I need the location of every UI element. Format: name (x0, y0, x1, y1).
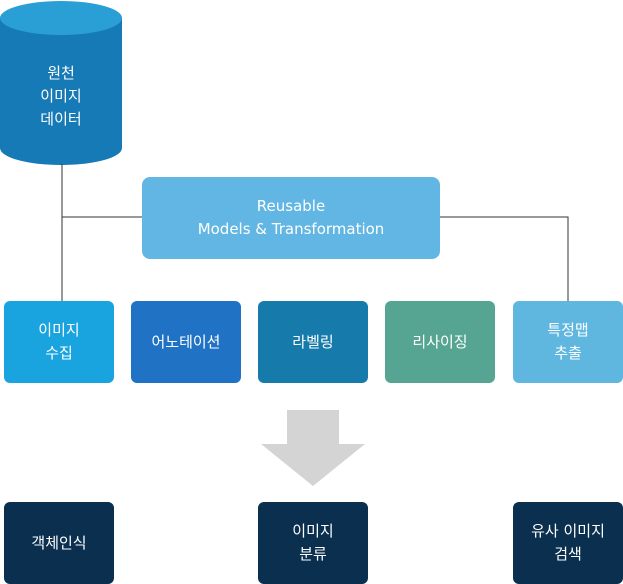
stage-feature-map-extraction: 특정맵 추출 (513, 301, 623, 383)
stage-annotation: 어노테이션 (131, 301, 241, 383)
database-cylinder (0, 1, 122, 165)
stage-image-collection: 이미지 수집 (4, 301, 114, 383)
stage-resizing: 리사이징 (385, 301, 495, 383)
source-data-label: 원천 이미지 데이터 (40, 64, 82, 128)
down-arrow-icon (261, 410, 365, 486)
connector-line-right (440, 216, 569, 302)
output-similar-image-search: 유사 이미지 검색 (513, 502, 623, 584)
output-object-recognition: 객체인식 (4, 502, 114, 584)
output-image-classification: 이미지 분류 (258, 502, 368, 584)
stage-labeling: 라벨링 (258, 301, 368, 383)
reusable-models-box: Reusable Models & Transformation (142, 177, 440, 259)
